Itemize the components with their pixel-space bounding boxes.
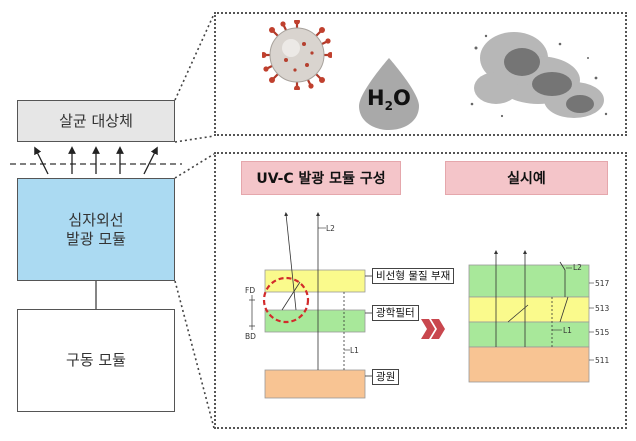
embodiment-label-517: 517 — [595, 279, 610, 288]
uvc-module-detail-panel — [214, 152, 627, 429]
water-formula-h: H — [367, 86, 385, 110]
embodiment-label-513: 513 — [595, 304, 610, 313]
sterilization-target-label: 살균 대상체 — [59, 111, 133, 130]
uvc-module-block: 심자외선 발광 모듈 — [17, 178, 175, 281]
water-formula: H2O — [367, 86, 411, 113]
direction-label-bd: BD — [245, 332, 256, 341]
target-examples-panel — [214, 12, 627, 136]
direction-label-fd: FD — [245, 286, 256, 295]
optical-filter-label: 광학필터 — [372, 305, 419, 321]
embodiment-label-515: 515 — [595, 328, 610, 337]
sterilization-target-block: 살균 대상체 — [17, 100, 175, 142]
emission-arrows — [34, 146, 158, 175]
embodiment-heading: 실시예 — [445, 161, 608, 195]
ray-label-l2: L2 — [326, 224, 335, 233]
drive-module-block: 구동 모듈 — [17, 309, 175, 412]
nonlinear-material-label: 비선형 물질 부재 — [372, 268, 455, 284]
water-drop-icon — [359, 58, 419, 130]
light-source-label: 광원 — [372, 369, 400, 385]
layer-511 — [468, 346, 590, 383]
water-formula-sub: 2 — [384, 99, 393, 114]
zoom-line-top-upper — [174, 13, 215, 101]
zoom-line-top-lower — [174, 135, 215, 143]
ray-label-l1: L1 — [350, 346, 359, 355]
light-source-layer — [264, 369, 366, 399]
zoom-line-bottom-lower — [174, 280, 215, 429]
dust-cloud-icon — [470, 32, 608, 118]
embodiment-label-511: 511 — [595, 356, 610, 365]
highlight-circle — [262, 276, 310, 324]
optical-filter-layer — [264, 309, 366, 333]
embodiment-label-l2: L2 — [573, 263, 582, 272]
layer-517 — [468, 264, 590, 298]
module-composition-heading: UV-C 발광 모듈 구성 — [241, 161, 401, 195]
embodiment-label-l1: L1 — [563, 326, 572, 335]
virus-icon — [262, 20, 332, 90]
nonlinear-material-layer — [264, 269, 366, 293]
chevron-right-icon — [421, 319, 445, 339]
uvc-module-label: 심자외선 발광 모듈 — [66, 210, 126, 248]
layer-513 — [468, 296, 590, 323]
drive-module-label: 구동 모듈 — [66, 351, 126, 369]
water-formula-o: O — [392, 86, 411, 110]
